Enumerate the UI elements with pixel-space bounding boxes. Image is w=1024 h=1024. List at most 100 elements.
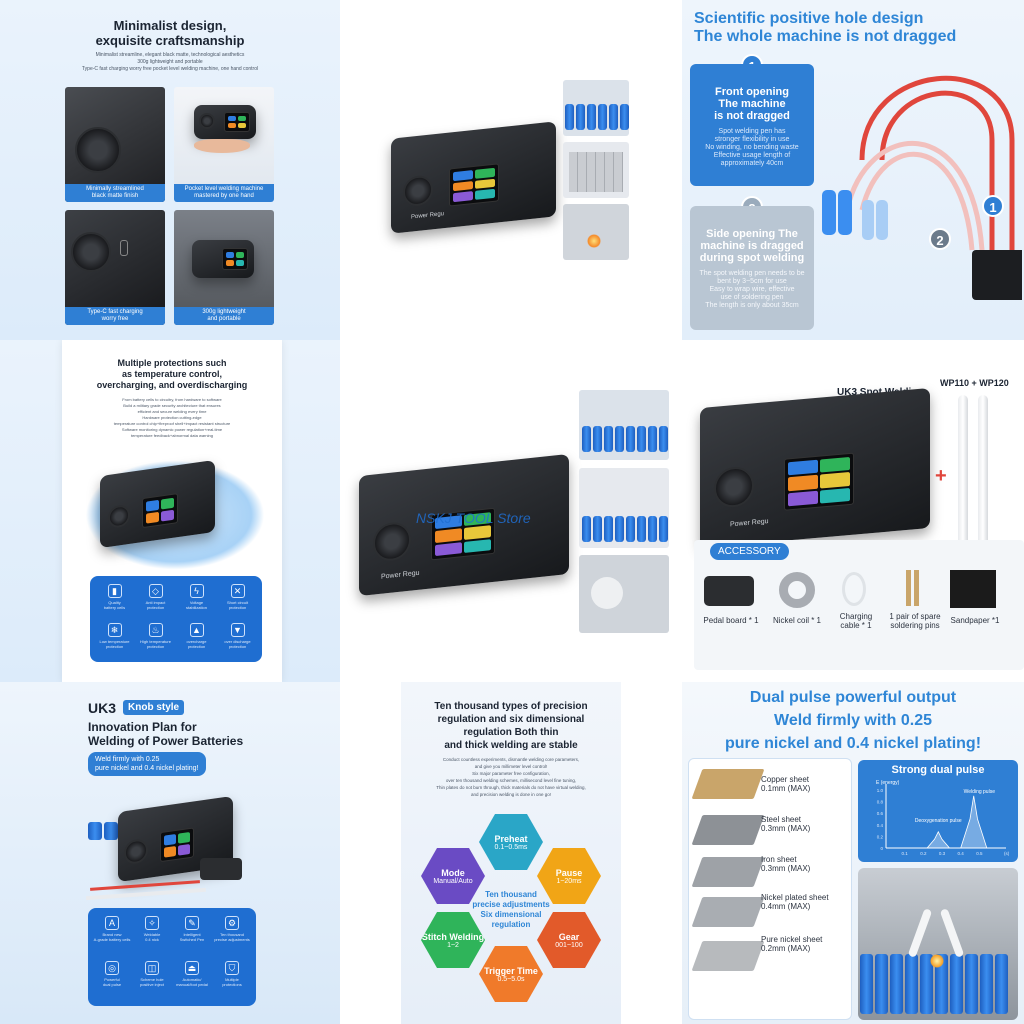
feat7-l2: protection [228,644,247,649]
box1-t3: No winding, no bending waste [705,144,799,151]
box1-t1: Spot welding pen has [718,128,786,135]
u-feat4-l2: dual pulse [102,982,122,987]
hex-pause-name: Pause [555,867,583,878]
knob-style-badge: Knob style [123,700,185,715]
accessory-badge: ACCESSORY [710,543,789,560]
pocket-welder-caption: Pocket level welding machine mastered by… [174,184,274,202]
box2-t2: bent by 3~5cm for use [717,278,787,285]
uk3-knob-device-knob [124,837,148,866]
weld-spark-icon [930,954,944,968]
device-2-brand-label: Power Regu [381,569,420,581]
battery-icon: ▮ [107,584,122,598]
x-tick-label: 0.5 [976,851,983,856]
box1-h1: Front opening [715,86,789,98]
hex-gear-name: Gear [558,931,580,942]
hex-gear-value: 001~100 [555,941,583,949]
tile1-title: Minimalist design, exquisite craftsmansh… [0,18,340,48]
device-mini [194,105,256,139]
welding-photo-5 [579,468,669,548]
cap3-line1: Type-C fast charging [87,309,143,315]
six-t1: Ten thousand types of precision [434,701,588,712]
accessory-pedal-label: Pedal board * 1 [696,616,766,625]
nickel-icon: ✧ [145,916,159,930]
y-tick-label: 0.4 [877,823,884,828]
hex-mode-value: Manual/Auto [433,877,473,885]
feature-pedal: ⏏Automatic/manual/foot pedal [172,961,212,998]
steel-sheet-swatch [691,815,765,845]
six-d1: Conduct countless experiments, dismantle… [442,757,580,762]
protections-desc: From battery cells to circuitry, from ha… [62,397,282,439]
welding-photo-1 [563,80,629,136]
side-opening-box: Side opening The machine is dragged duri… [690,206,814,330]
u-feat2-l1: Intelligent [183,932,201,937]
acc3-l1: 1 pair of spare [889,612,941,621]
prot-d1: From battery cells to circuitry, from ha… [122,397,222,402]
pulse-icon: ◎ [105,961,119,975]
feat2-l1: Voltage [189,600,204,605]
six-d4: over ten thousand welding schemes, milli… [445,778,577,783]
nickel-strip [569,152,623,192]
pen-wp120 [978,395,988,545]
tile1-sub3: Type-C fast charging worry free pocket l… [81,66,259,72]
six-t3: regulation Both thin [463,727,559,738]
y-tick-label: 0.6 [877,811,884,816]
y-tick-label: 0.2 [877,834,884,839]
sheet1-name: Steel sheet [761,815,802,824]
voltage-icon: ϟ [189,584,204,598]
feat1-l2: protection [146,605,165,610]
welding-pen-2 [939,908,965,958]
sheet0-spec: 0.1mm (MAX) [761,784,811,793]
feat6-l1: overcharge [186,639,207,644]
cells-2 [582,426,668,452]
prot-d6: Software monitoring dynamic power regula… [121,427,223,432]
feat5-l2: protection [146,644,165,649]
feat4-l1: Low temperature [99,639,130,644]
prot-d7: temperature feedback+abnormal data warni… [131,433,213,438]
box2-t4: use of soldering pen [720,294,784,301]
sheet3-name: Nickel plated sheet [761,893,829,902]
x-tick-label: 0.1 [902,851,909,856]
feat7-l1: over discharge [224,639,251,644]
hex-stitch-value: 1~2 [447,941,459,949]
prot-title2: as temperature control, [121,369,223,379]
cap3-line2: worry free [101,316,129,322]
dp-t3: pure nickel and 0.4 nickel plating! [724,735,982,752]
copper-sheet-swatch [691,769,765,799]
six-d6: and precision welding is done in one go! [470,792,552,797]
action-cells [860,954,1008,1014]
cap1-line1: Minimally streamlined [86,186,144,192]
center3: Six dimensional [480,910,542,919]
welding-action-photo [858,868,1018,1020]
x-axis-label: (s) [1004,851,1010,856]
u-feat0-l2: A-grade battery cells [93,937,131,942]
spark-icon [587,234,601,248]
box1-text: Spot welding pen has stronger flexibilit… [690,128,814,168]
feat6-l2: protection [187,644,206,649]
device-brand-label: Power Regu [411,211,445,221]
tile1-sub1: Minimalist streamline, elegant black mat… [95,52,245,58]
welding-pulse-label: Welding pulse [964,789,996,795]
feat3-l1: Short circuit [226,600,249,605]
six-t4: and thick welding are stable [444,740,578,751]
hand-shape [194,139,250,153]
box2-t3: Easy to wrap wire, effective [709,286,795,293]
acc4-l1: Sandpaper *1 [950,616,1000,625]
lightweight-screen [222,248,248,270]
device-main-knob [403,174,433,208]
store-watermark: NSKJ TOOL Store [416,510,531,526]
hex-pause-value: 1~20ms [556,877,582,885]
typec-port-icon [120,240,128,256]
prot-title1: Multiple protections such [117,358,227,368]
tile1-subtitle: Minimalist streamline, elegant black mat… [0,52,340,73]
pocket-welder-photo: Pocket level welding machine mastered by… [174,87,274,202]
lightweight-device [192,240,254,278]
tile3-title2: The whole machine is not dragged [694,28,957,45]
